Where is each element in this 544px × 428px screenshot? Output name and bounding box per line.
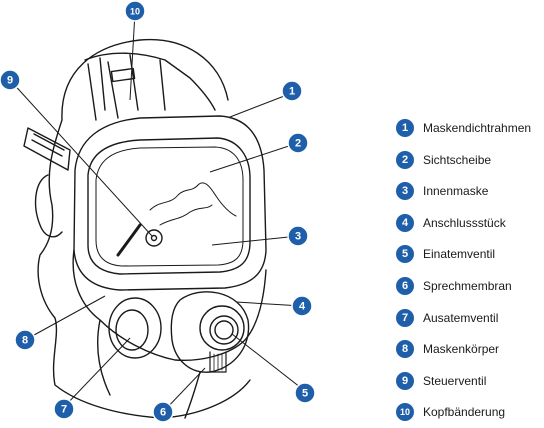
- legend-label: Anschlussstück: [423, 215, 506, 230]
- callout-circle: [287, 225, 309, 247]
- callout-badge-7: 7: [53, 398, 75, 420]
- legend-label: Maskenkörper: [423, 342, 500, 357]
- ear-outline: [34, 174, 63, 238]
- speech-membrane: [209, 351, 227, 373]
- callout-number: 9: [7, 75, 13, 87]
- leader-7: [63, 337, 131, 408]
- callout-circle: [14, 329, 36, 351]
- visor-outline: [87, 137, 251, 275]
- callout-number: 3: [295, 231, 301, 243]
- leader-2: [209, 142, 299, 173]
- leader-1: [229, 92, 293, 118]
- callout-circle: [152, 401, 174, 423]
- callout-badge-8: 8: [14, 329, 36, 351]
- callout-number: 1: [289, 86, 295, 98]
- legend-badge: 4: [396, 213, 414, 232]
- legend-label: Kopfbänderung: [423, 405, 506, 420]
- callout-number: 7: [61, 404, 67, 416]
- legend-badge: 1: [396, 119, 414, 137]
- legend-item: 3 Innenmaske: [396, 181, 488, 201]
- callout-circle: [287, 132, 309, 154]
- leader-4: [235, 301, 303, 307]
- callout-number: 2: [295, 138, 301, 150]
- connector-thread-outer: [199, 305, 245, 351]
- legend-badge: 8: [396, 340, 414, 359]
- connector-thread: [209, 315, 239, 345]
- legend-item: 1 Maskendichtrahmen: [396, 118, 531, 138]
- legend-badge: 6: [396, 277, 414, 295]
- leader-9: [9, 79, 153, 237]
- callout-badge-9: 9: [0, 69, 21, 91]
- legend-item: 6 Sprechmembran: [396, 276, 512, 296]
- side-strap: [23, 127, 71, 171]
- head-strap-band: [87, 61, 119, 121]
- leader-8: [24, 295, 106, 341]
- legend-label: Sprechmembran: [423, 279, 512, 293]
- speech-membrane-grid: [213, 353, 223, 371]
- leader-3: [211, 235, 299, 246]
- legend-badge: 2: [396, 150, 414, 169]
- legend-item: 5 Einatemventil: [396, 244, 495, 264]
- exhalation-valve-inner: [115, 309, 149, 351]
- legend-badge: 3: [396, 182, 414, 201]
- legend-item: 2 Sichtscheibe: [396, 150, 491, 170]
- legend-item: 10 Kopfbänderung: [396, 402, 505, 422]
- legend-label: Ausatemventil: [423, 310, 499, 325]
- callout-circle: [0, 69, 21, 91]
- callout-number: 6: [160, 407, 166, 419]
- callout-badge-2: 2: [287, 132, 309, 154]
- seal-frame-outer: [73, 115, 267, 291]
- callout-number: 5: [302, 388, 308, 400]
- connector-thread-inner: [214, 320, 234, 340]
- legend-badge: 10: [396, 403, 414, 422]
- legend-label: Sichtscheibe: [423, 152, 492, 167]
- control-valve-center: [150, 234, 158, 242]
- visor-shade: [116, 223, 142, 257]
- legend-label: Maskendichtrahmen: [423, 121, 532, 135]
- legend-badge: 9: [396, 371, 414, 390]
- mask-body: [72, 249, 267, 362]
- callout-badge-3: 3: [287, 225, 309, 247]
- inner-mask-shape: [149, 182, 237, 217]
- legend-badge: 5: [396, 245, 414, 264]
- head-strap-center: [99, 54, 166, 111]
- legend-label: Innenmaske: [423, 184, 489, 199]
- callout-number: 8: [22, 335, 28, 347]
- legend-label: Steuerventil: [423, 373, 487, 388]
- leader-lines: [9, 11, 306, 413]
- legend-item: 9 Steuerventil: [396, 371, 486, 391]
- callout-badge-1: 1: [281, 80, 303, 102]
- control-valve: [145, 229, 163, 247]
- callout-circle: [124, 0, 146, 22]
- head-strap-buckle: [110, 67, 136, 83]
- callout-badge-6: 6: [152, 401, 174, 423]
- side-strap-inner: [31, 133, 65, 157]
- callout-circle: [53, 398, 75, 420]
- callout-number: 10: [130, 7, 140, 17]
- exhalation-valve: [108, 297, 162, 359]
- connector-housing: [170, 291, 250, 373]
- legend-item: 4 Anschlussstück: [396, 213, 506, 233]
- visor-inner: [95, 146, 244, 267]
- legend-badge: 7: [396, 308, 414, 327]
- callout-circle: [291, 295, 313, 317]
- callout-number: 4: [299, 301, 306, 313]
- callout-circle: [281, 80, 303, 102]
- callout-badge-4: 4: [291, 295, 313, 317]
- neck-left: [97, 319, 111, 396]
- legend-item: 7 Ausatemventil: [396, 308, 498, 328]
- leader-5: [231, 333, 306, 392]
- callout-badges: 1 2 3 4 5 6 7 8 9 10: [0, 0, 316, 423]
- inner-mask-shape-2: [159, 204, 213, 226]
- neck-right: [184, 371, 201, 419]
- leader-10: [129, 11, 136, 101]
- legend-label: Einatemventil: [423, 247, 496, 262]
- head-strap-top: [84, 52, 216, 111]
- callout-badge-5: 5: [294, 382, 316, 404]
- callout-circle: [294, 382, 316, 404]
- legend-item: 8 Maskenkörper: [396, 339, 499, 359]
- callout-badge-10: 10: [124, 0, 146, 22]
